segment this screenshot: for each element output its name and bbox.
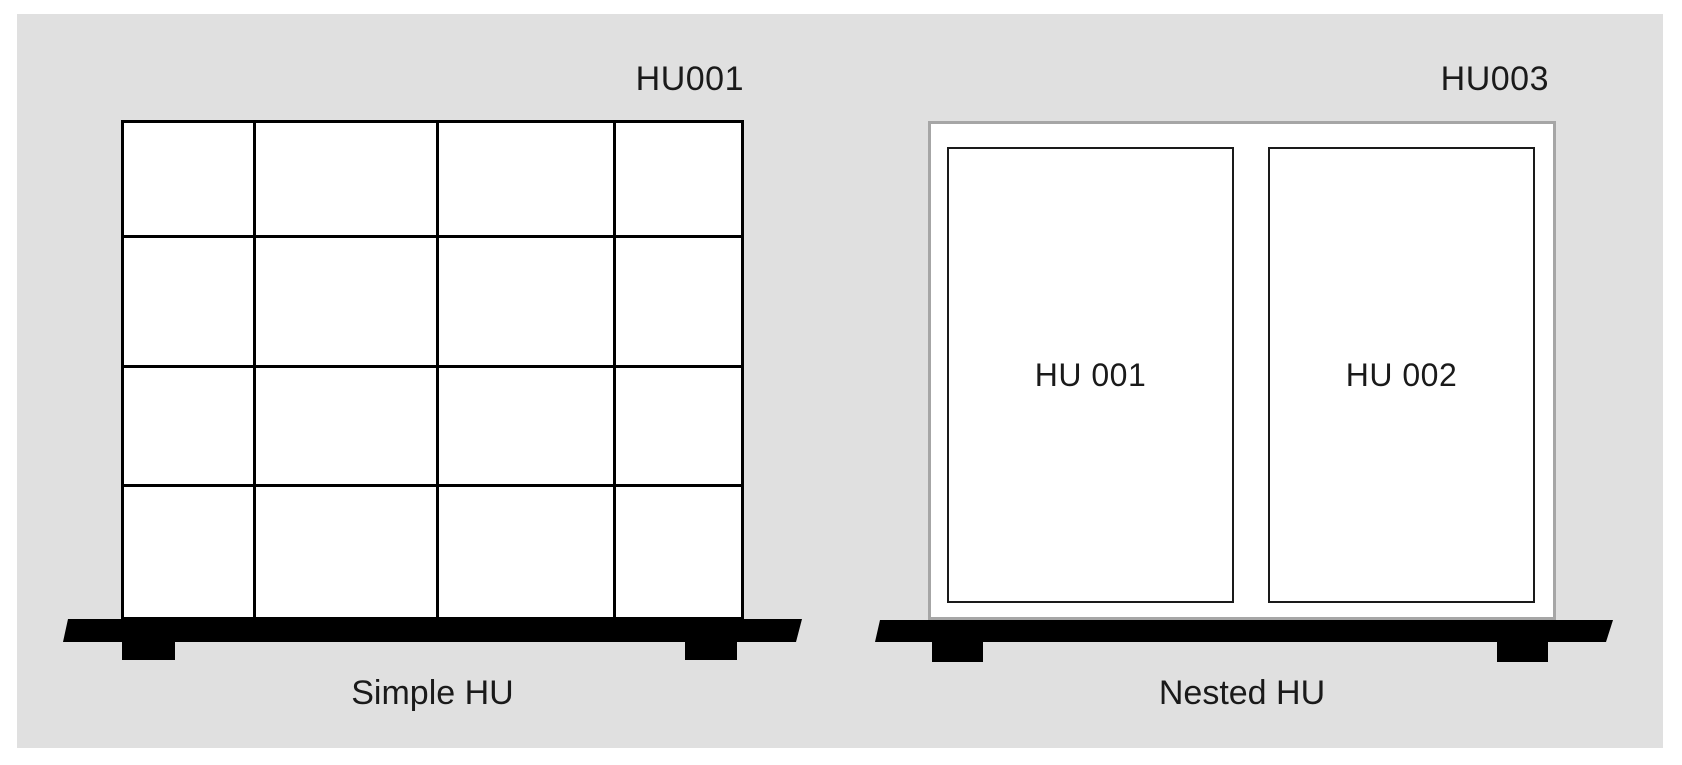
grid-cell <box>124 238 254 365</box>
pallet-deck <box>875 620 1613 642</box>
pallet-foot <box>122 642 175 660</box>
grid-cell <box>615 367 741 484</box>
simple-hu-unit-label: HU001 <box>635 60 744 98</box>
grid-cell <box>124 123 254 236</box>
simple-hu-carton-grid <box>121 120 744 620</box>
pallet-foot <box>1497 642 1548 662</box>
nested-inner-hu-001: HU 001 <box>947 147 1234 603</box>
pallet-deck <box>63 619 802 642</box>
simple-hu-caption: Simple HU <box>351 674 514 712</box>
grid-cell <box>615 238 741 365</box>
nested-inner-hu-001-label: HU 001 <box>1034 356 1147 393</box>
pallet-graphic <box>875 620 1613 662</box>
grid-cell <box>439 238 613 365</box>
grid-cell <box>439 486 613 617</box>
nested-inner-hu-002-label: HU 002 <box>1345 356 1458 393</box>
grid-cell <box>439 367 613 484</box>
pallet-foot <box>932 642 983 662</box>
grid-cell <box>124 367 254 484</box>
nested-hu-unit-label: HU003 <box>1440 60 1549 98</box>
nested-inner-hu-002: HU 002 <box>1268 147 1535 603</box>
grid-cell <box>256 238 437 365</box>
grid-cell <box>615 123 741 236</box>
grid-cell <box>439 123 613 236</box>
grid-cell <box>615 486 741 617</box>
nested-hu-caption: Nested HU <box>1158 674 1326 712</box>
grid-cell <box>256 367 437 484</box>
grid-cell <box>256 123 437 236</box>
pallet-foot <box>685 642 737 660</box>
grid-cell <box>124 486 254 617</box>
grid-cell <box>256 486 437 617</box>
pallet-graphic <box>63 619 802 660</box>
